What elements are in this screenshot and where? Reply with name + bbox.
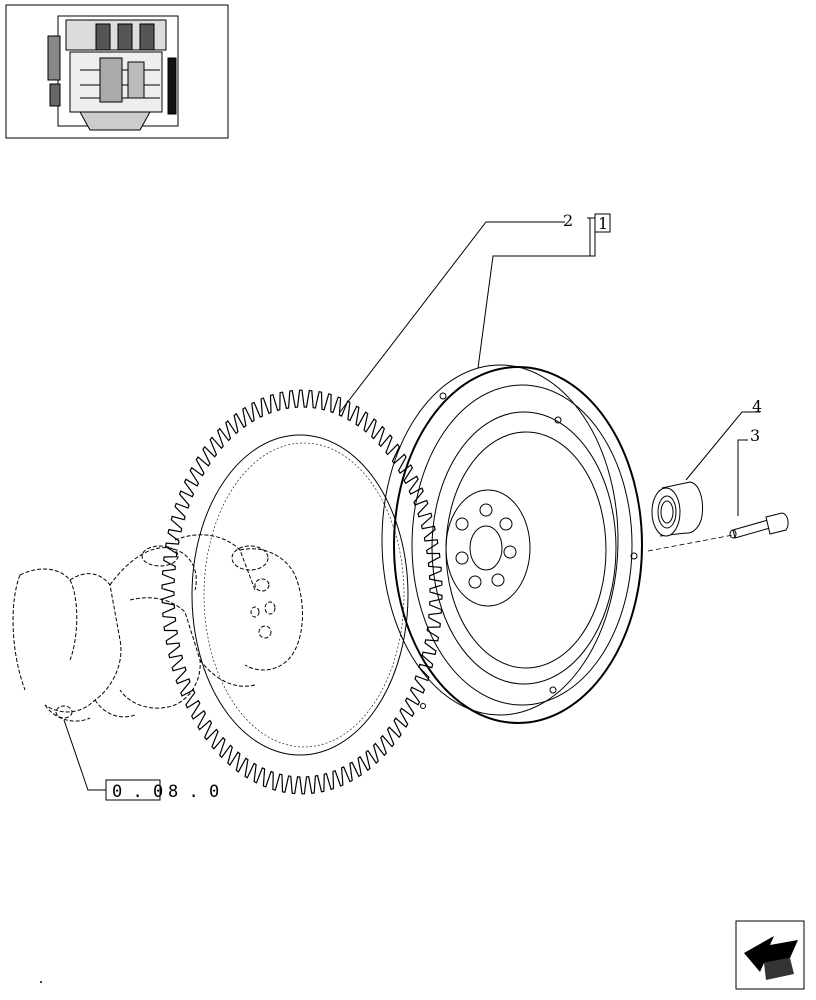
- leader-lines: [63, 217, 760, 791]
- engine-thumbnail[interactable]: [5, 4, 229, 139]
- callout-item-3[interactable]: 3: [750, 426, 760, 445]
- flywheel-hub-inner: [469, 525, 503, 571]
- crankshaft: [12, 534, 303, 722]
- ring-gear[interactable]: [161, 389, 443, 795]
- callout-item-4[interactable]: 4: [752, 397, 762, 416]
- flywheel-ring-1: [411, 384, 633, 706]
- flywheel-bolt-holes: [455, 503, 517, 589]
- section-reference[interactable]: 0 . 0 8 . 0: [105, 779, 219, 802]
- bolt[interactable]: [729, 512, 789, 539]
- reference-boxed-part: 0 . 0: [112, 782, 163, 802]
- ring-gear-teeth: [161, 389, 443, 795]
- flywheel-outer-back: [381, 364, 619, 716]
- callout-item-1[interactable]: 1: [598, 214, 608, 233]
- flywheel[interactable]: [381, 364, 643, 724]
- ring-gear-inner-edge: [203, 442, 405, 748]
- flywheel-ring-2: [431, 411, 617, 685]
- callout-item-2[interactable]: 2: [563, 211, 573, 230]
- flywheel-hub-outer: [445, 489, 531, 607]
- reference-box: [105, 779, 161, 801]
- back-navigation[interactable]: [735, 920, 805, 990]
- assembly-centerline: [647, 534, 734, 552]
- reference-tail-part: 8 . 0: [168, 782, 219, 802]
- callout-box-item-1: [594, 213, 611, 233]
- bearing[interactable]: [651, 481, 703, 537]
- stray-dot: [40, 981, 42, 983]
- flywheel-rim-holes: [420, 392, 638, 709]
- flywheel-outer-rim: [393, 366, 643, 724]
- ring-gear-inner-rim: [191, 434, 409, 756]
- engine-thumbnail-icon: [47, 15, 179, 131]
- arrow-back-icon: [744, 936, 798, 980]
